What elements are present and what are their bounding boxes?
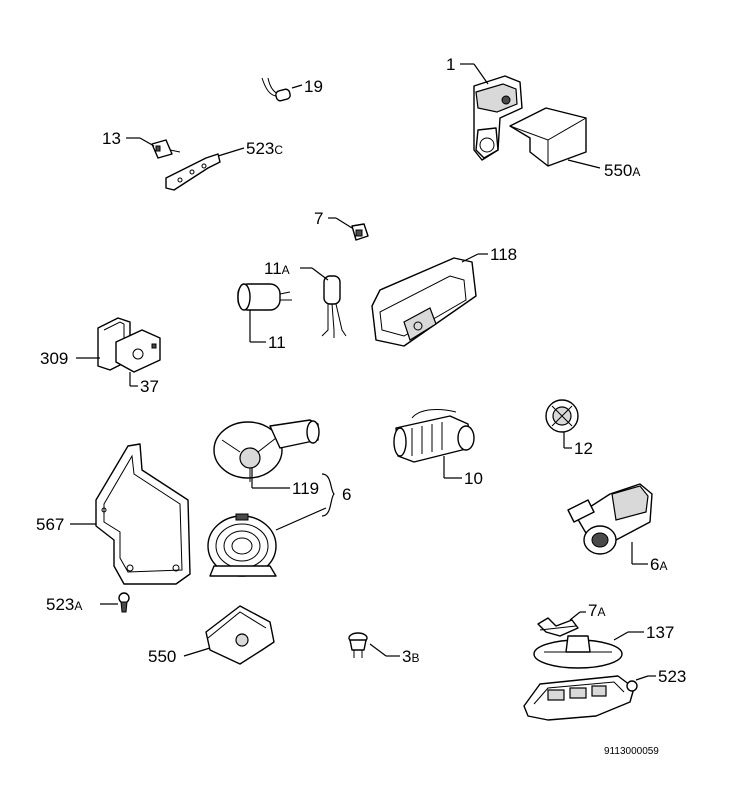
label-550a: 550A <box>604 161 640 180</box>
label-118: 118 <box>490 245 517 264</box>
label-3b: 3B <box>402 647 419 666</box>
label-10: 10 <box>464 469 483 488</box>
label-523c: 523C <box>246 139 283 158</box>
label-19: 19 <box>304 77 323 96</box>
label-12: 12 <box>574 439 593 458</box>
part-523c-bracket <box>165 153 221 191</box>
label-7a: 7A <box>588 601 605 620</box>
label-1: 1 <box>446 55 455 74</box>
part-550a-box <box>509 107 587 167</box>
drawing-code: 9113000059 <box>604 746 659 757</box>
label-11: 11 <box>268 333 286 352</box>
label-6a: 6A <box>650 555 667 574</box>
part-11-capacitor <box>237 283 292 311</box>
part-13-switch <box>151 139 181 159</box>
label-11a: 11A <box>264 259 290 278</box>
part-6a-drain-pump <box>567 483 653 555</box>
part-119-fan-housing <box>213 419 320 482</box>
part-37-connector <box>115 329 161 373</box>
label-567: 567 <box>36 515 64 534</box>
label-37: 37 <box>140 377 159 396</box>
label-523a: 523A <box>46 595 82 614</box>
part-3b-connector <box>348 632 368 658</box>
part-fan-impeller <box>207 513 277 577</box>
label-13: 13 <box>102 129 121 148</box>
label-7: 7 <box>314 209 323 228</box>
brace-6 <box>321 473 335 517</box>
part-1-timer <box>473 75 523 161</box>
label-309: 309 <box>40 349 68 368</box>
part-11a-capacitor <box>321 275 347 338</box>
label-6: 6 <box>342 485 351 504</box>
part-19-sensor <box>261 77 291 102</box>
part-550-cover <box>205 605 275 665</box>
part-137-float <box>533 635 623 669</box>
part-523-tray <box>523 675 638 721</box>
part-10-pump <box>393 409 475 463</box>
part-118-module <box>371 257 477 347</box>
label-523: 523 <box>658 667 686 686</box>
part-12-knob <box>545 399 579 433</box>
part-567-cover <box>95 443 191 585</box>
label-550: 550 <box>148 647 176 666</box>
part-7a-clip <box>537 617 579 637</box>
label-137: 137 <box>646 623 674 642</box>
label-119: 119 <box>292 479 319 498</box>
part-523a-screw <box>118 592 130 613</box>
part-7-clip <box>351 223 369 241</box>
